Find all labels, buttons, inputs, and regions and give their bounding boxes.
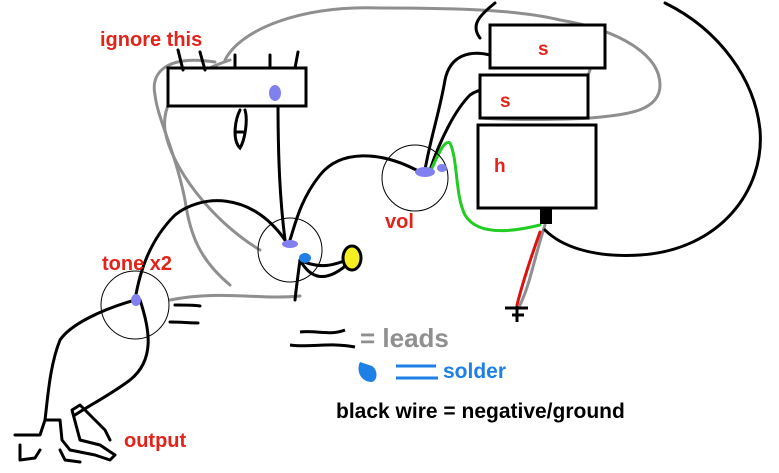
vol-pot: [381, 144, 449, 212]
red-wire: [515, 230, 542, 307]
ground-terminal: [505, 306, 528, 322]
solder-legend-label: solder: [443, 360, 506, 383]
tone-pot-left: [100, 270, 170, 340]
pickup-s1-label: s: [538, 39, 549, 60]
green-wire: [430, 141, 542, 233]
solder-legend-equals: [396, 364, 438, 380]
legend: = leads solder black wire = negative/gro…: [289, 323, 625, 423]
pickup-humbucker: h: [476, 123, 598, 210]
tone-label: tone x2: [102, 253, 172, 275]
vol-label: vol: [385, 211, 414, 233]
ground-legend-label: black wire = negative/ground: [336, 400, 625, 423]
output-label: output: [124, 430, 187, 452]
leads-legend-symbol: [289, 328, 356, 349]
capacitor: [341, 244, 363, 272]
pickup-single-2: s: [478, 73, 590, 120]
leads-legend-label: = leads: [360, 323, 449, 353]
pickup-single-1: s: [488, 23, 607, 70]
solder-legend-icon: [358, 362, 377, 382]
pickup-s2-label: s: [500, 91, 511, 112]
solder-blue-point: [299, 253, 311, 263]
solder-points: [131, 85, 447, 306]
output-jack: [13, 403, 117, 464]
switch-block: [166, 48, 308, 151]
ignore-this-label: ignore this: [100, 29, 202, 51]
tone-pot-center: [257, 217, 323, 283]
pickup-h-label: h: [494, 156, 506, 177]
